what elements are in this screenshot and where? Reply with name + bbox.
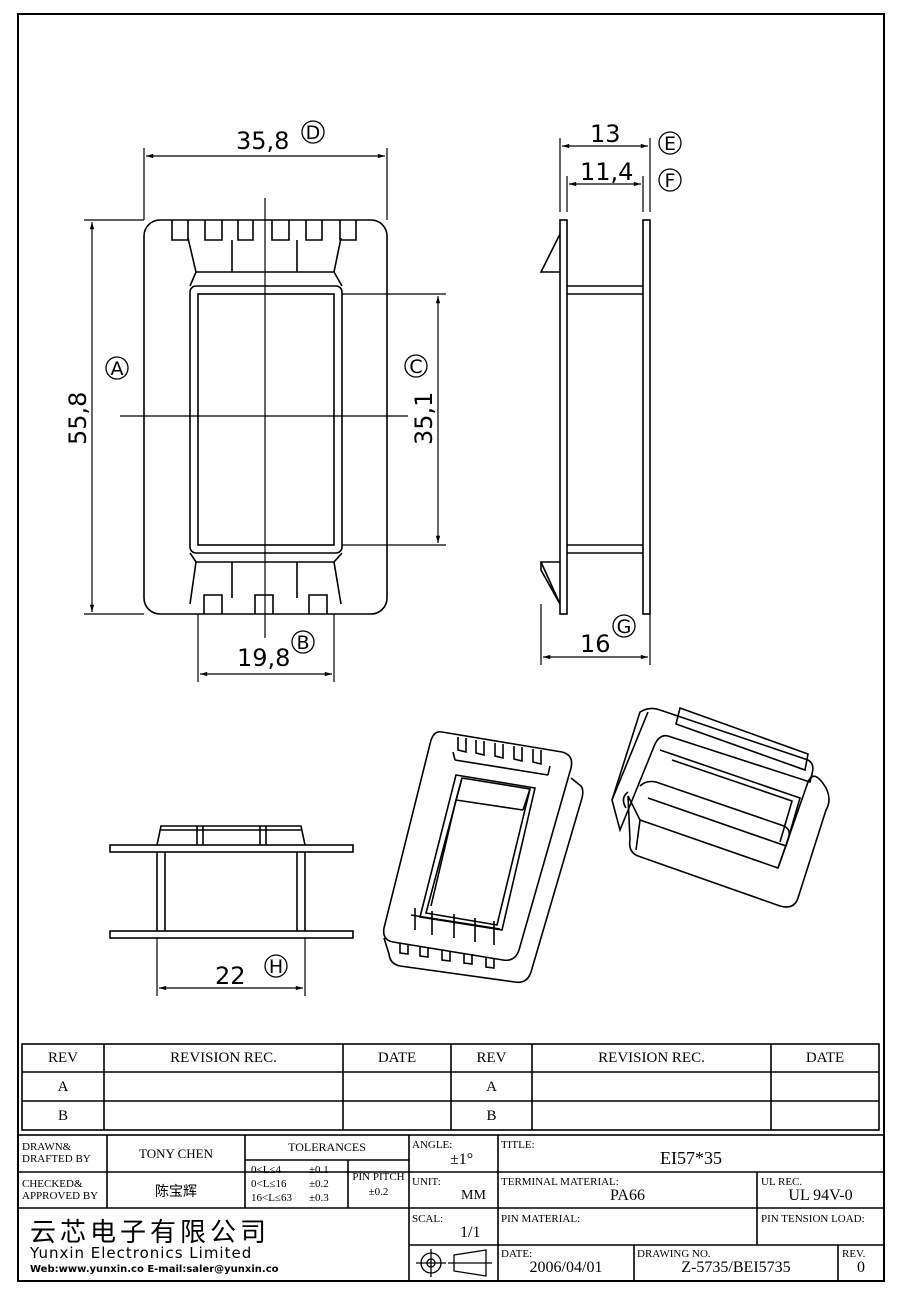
- dim-b-value: 19,8: [237, 644, 290, 672]
- projection-symbol-icon: [416, 1249, 492, 1277]
- drawing-no-value: Z-5735/BEI5735: [681, 1259, 791, 1276]
- unit-label: UNIT:: [412, 1176, 441, 1188]
- company-contact: Web:www.yunxin.co E-mail:saler@yunxin.co: [30, 1264, 279, 1275]
- date-header-left: DATE: [377, 1050, 417, 1066]
- rev-row-a-left: A: [57, 1079, 69, 1095]
- pin-pitch-label: PIN PITCH: [352, 1171, 405, 1183]
- rev-row-b-right: B: [486, 1108, 497, 1124]
- rev-header-left: REV: [48, 1050, 78, 1066]
- ul-rec-value: UL 94V-0: [788, 1187, 853, 1204]
- isometric-view-core-shell: [611, 706, 830, 908]
- terminal-material-value: PA66: [610, 1187, 645, 1204]
- isometric-view-bobbin: [382, 730, 584, 984]
- drawn-label: DRAWN& DRAFTED BY: [22, 1141, 91, 1165]
- dim-e-value: 13: [590, 120, 621, 148]
- tol-val-3: ±0.3: [309, 1192, 329, 1204]
- unit-value: MM: [461, 1188, 486, 1203]
- tolerances-label: TOLERANCES: [288, 1140, 366, 1154]
- tol-row-3: 16<L≤63: [251, 1192, 292, 1204]
- side-view: [539, 219, 651, 615]
- rev-header-right: REV: [476, 1050, 507, 1066]
- drawing-no-label: DRAWING NO.: [637, 1248, 711, 1260]
- revision-rec-header-left: REVISION REC.: [170, 1050, 277, 1066]
- rev-row-b-left: B: [57, 1108, 68, 1124]
- dim-g-value: 16: [580, 630, 611, 658]
- date-header-right: DATE: [805, 1050, 845, 1066]
- angle-value: ±1°: [450, 1151, 474, 1168]
- pin-material-label: PIN MATERIAL:: [501, 1213, 581, 1225]
- title-value: EI57*35: [660, 1148, 722, 1168]
- dim-a-value: 55,8: [64, 392, 92, 445]
- bottom-view: [109, 825, 354, 939]
- date-label: DATE:: [501, 1248, 533, 1260]
- rev-row-a-right: A: [486, 1079, 497, 1095]
- dim-h-tag: H: [269, 956, 283, 978]
- dim-d-tag: D: [306, 122, 321, 144]
- dim-a-tag: A: [111, 358, 124, 380]
- terminal-material-label: TERMINAL MATERIAL:: [501, 1176, 619, 1188]
- title-block-grid: [17, 1043, 885, 1282]
- date-value: 2006/04/01: [529, 1259, 603, 1276]
- tol-val-1: ±0.1: [309, 1164, 329, 1176]
- tol-row-2: 0<L≤16: [251, 1178, 287, 1190]
- rev-value: 0: [857, 1259, 865, 1276]
- dim-c-tag: C: [409, 356, 422, 378]
- angle-label: ANGLE:: [412, 1139, 453, 1151]
- tol-val-2: ±0.2: [309, 1178, 329, 1190]
- front-view: [120, 198, 408, 638]
- dim-f-value: 11,4: [580, 158, 633, 186]
- company-name-cn: 云芯电子有限公司: [30, 1218, 271, 1248]
- title-label: TITLE:: [501, 1139, 535, 1151]
- dim-h-value: 22: [215, 962, 246, 990]
- dim-f-tag: F: [665, 170, 676, 192]
- tol-row-1: 0<L≤4: [251, 1164, 281, 1176]
- dim-e-tag: E: [664, 133, 676, 155]
- revision-rec-header-right: REVISION REC.: [598, 1050, 705, 1066]
- pin-tension-label: PIN TENSION LOAD:: [761, 1213, 865, 1225]
- pin-pitch-value: ±0.2: [368, 1186, 389, 1198]
- scale-value: 1/1: [460, 1224, 481, 1241]
- ul-rec-label: UL REC.: [761, 1176, 803, 1188]
- checked-label: CHECKED& APPROVED BY: [22, 1178, 99, 1202]
- dim-c-value: 35,1: [410, 392, 438, 445]
- rev-label: REV.: [842, 1248, 866, 1260]
- checked-value: 陈宝辉: [155, 1184, 197, 1200]
- dim-g-tag: G: [617, 616, 632, 638]
- drawn-value: TONY CHEN: [138, 1146, 214, 1161]
- dim-b-tag: B: [296, 632, 309, 654]
- dim-d-value: 35,8: [236, 127, 289, 155]
- scale-label: SCAL:: [412, 1213, 444, 1225]
- company-name-en: Yunxin Electronics Limited: [30, 1244, 253, 1262]
